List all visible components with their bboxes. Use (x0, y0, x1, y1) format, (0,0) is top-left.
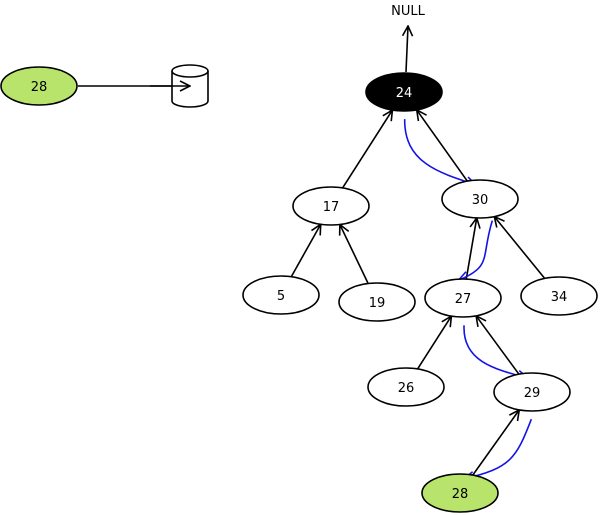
tree-node-29-label: 29 (524, 386, 541, 401)
tree-edge-28-to-29 (472, 410, 519, 476)
tree-node-5-label: 5 (277, 289, 285, 304)
tree-node-30-label: 30 (472, 193, 489, 208)
tree-node-19-shape (338, 282, 416, 322)
tree-node-34-shape (520, 276, 598, 316)
tree-node-27-label: 27 (455, 292, 472, 307)
tree-node-17: 17 (292, 186, 370, 226)
tree-edge-34-to-30 (494, 217, 546, 279)
tree-node-5-shape (242, 275, 320, 315)
tree-edges (290, 110, 546, 476)
tree-node-28: 28 (421, 473, 499, 513)
tree-node-28-shape (421, 473, 499, 513)
tree-node-17-shape (292, 186, 370, 226)
tree-node-29-shape (493, 372, 571, 412)
tree-edge-19-to-17 (340, 224, 369, 284)
search-path-arrow-27-to-29 (463, 325, 528, 378)
tree-node-19: 19 (338, 282, 416, 322)
tree-node-24-label: 24 (396, 86, 413, 101)
tree-node-17-label: 17 (323, 200, 340, 215)
tree-node-34-label: 34 (551, 290, 568, 305)
cylinder-storage-icon (150, 64, 209, 108)
tree-node-30: 30 (441, 179, 519, 219)
tree-edge-26-to-27 (416, 316, 452, 370)
tree-node-27-shape (424, 278, 502, 318)
tree-node-5: 5 (242, 275, 320, 315)
tree-node-26: 26 (367, 367, 445, 407)
tree-node-24: 24 (365, 72, 443, 112)
tree-nodes: 24 17 30 5 19 27 34 26 (242, 72, 598, 513)
tree-node-24-shape (365, 72, 443, 112)
tree-edge-27-to-30 (465, 218, 476, 280)
search-path-arrow-29-to-28 (464, 418, 533, 479)
tree-node-26-shape (367, 367, 445, 407)
null-label: NULL (391, 4, 425, 19)
search-path-arrow-24-to-30 (403, 119, 476, 185)
tree-edge-17-to-24 (341, 110, 393, 189)
tree-node-28-label: 28 (452, 487, 469, 502)
input-node-label: 28 (31, 80, 48, 95)
tree-edge-30-to-24 (417, 110, 468, 182)
input-node: 28 (0, 66, 78, 106)
search-path-arrow-30-to-27 (459, 220, 494, 281)
tree-node-19-label: 19 (369, 296, 386, 311)
input-node-shape (0, 66, 78, 106)
tree-node-34: 34 (520, 276, 598, 316)
tree-node-29: 29 (493, 372, 571, 412)
tree-node-30-shape (441, 179, 519, 219)
tree-edge-29-to-27 (476, 316, 520, 375)
tree-node-27: 27 (424, 278, 502, 318)
tree-node-26-label: 26 (398, 381, 415, 396)
root-to-null-edge (406, 26, 408, 73)
tree-edge-5-to-17 (290, 224, 320, 278)
